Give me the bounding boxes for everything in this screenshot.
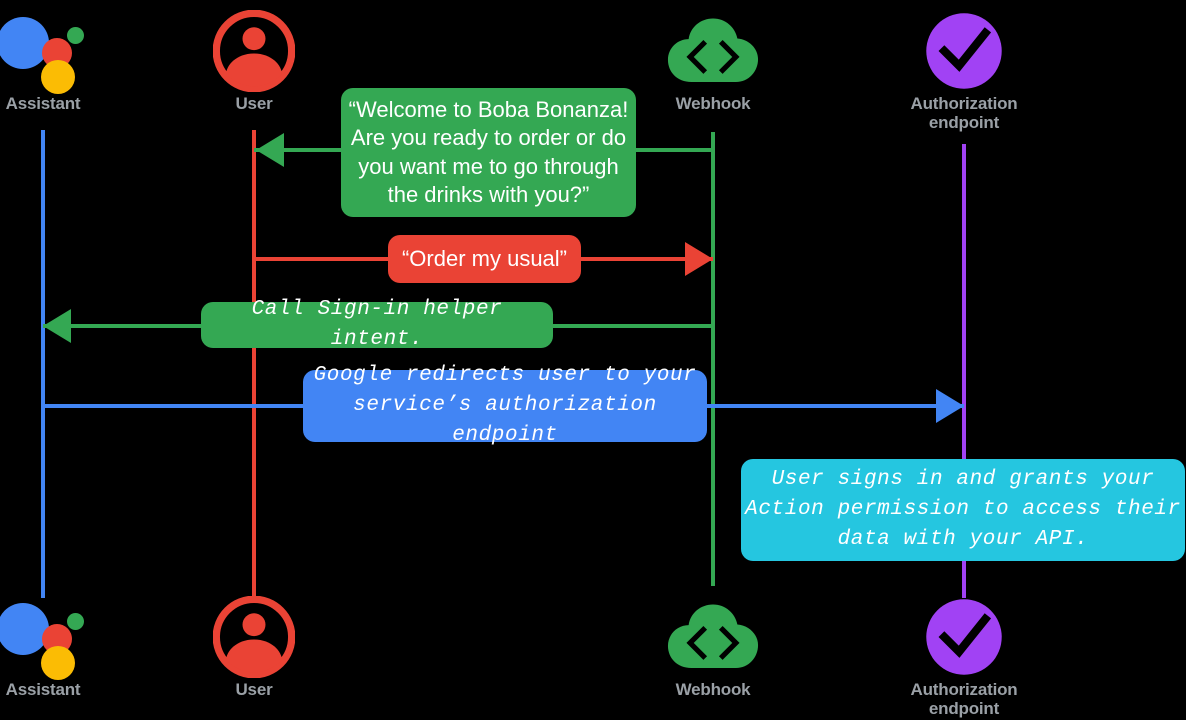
cloud-code-icon — [667, 604, 759, 669]
actor-user-top: User — [159, 8, 349, 113]
actor-auth-top: Authorization endpoint — [869, 8, 1059, 132]
message-text-google-redirect: Google redirects user to your service’s … — [313, 364, 697, 447]
lifeline-webhook — [711, 132, 715, 586]
lifeline-assistant — [41, 130, 45, 598]
actor-label-user-bottom: User — [235, 680, 273, 699]
actor-label-assistant-bottom: Assistant — [5, 680, 81, 699]
actor-webhook-bottom: Webhook — [618, 594, 808, 699]
actor-label-auth: Authorization endpoint — [910, 94, 1018, 133]
cloud-code-icon — [667, 18, 759, 83]
actor-label-user: User — [235, 94, 273, 113]
arrowhead-welcome — [256, 133, 284, 167]
message-bubble-order-my-usual: “Order my usual” — [388, 235, 581, 283]
assistant-dot-blue-icon — [0, 17, 49, 69]
user-icon-wrap-bottom — [206, 594, 302, 680]
assistant-icon-wrap-bottom — [0, 594, 91, 680]
user-avatar-icon — [213, 596, 295, 678]
google-assistant-icon — [0, 8, 91, 94]
message-text-sign-in-helper: Call Sign-in helper intent. — [251, 298, 503, 351]
message-text-order-my-usual: “Order my usual” — [401, 245, 568, 271]
actor-user-bottom: User — [159, 594, 349, 699]
message-bubble-welcome: “Welcome to Boba Bonanza! Are you ready … — [341, 88, 636, 217]
message-text-user-signs-in: User signs in and grants your Action per… — [745, 468, 1181, 551]
purple-check-icon — [926, 599, 1002, 675]
webhook-icon-wrap-bottom — [665, 594, 761, 680]
actor-label-webhook-bottom: Webhook — [675, 680, 751, 699]
assistant-dot-blue-icon — [0, 603, 49, 655]
webhook-icon-wrap — [665, 8, 761, 94]
actor-assistant-top: Assistant — [0, 8, 138, 113]
assistant-icon-wrap — [0, 8, 91, 94]
assistant-dot-yellow-icon — [41, 60, 75, 94]
user-icon-wrap — [206, 8, 302, 94]
arrowhead-google-redirect — [936, 389, 964, 423]
auth-icon-wrap — [916, 8, 1012, 94]
message-bubble-google-redirect: Google redirects user to your service’s … — [303, 364, 707, 447]
actor-assistant-bottom: Assistant — [0, 594, 138, 699]
assistant-dot-green-icon — [67, 613, 84, 630]
user-avatar-icon — [213, 10, 295, 92]
actor-label-webhook: Webhook — [675, 94, 751, 113]
google-assistant-icon — [0, 594, 91, 680]
actor-auth-bottom: Authorization endpoint — [869, 594, 1059, 718]
actor-webhook-top: Webhook — [618, 8, 808, 113]
message-text-welcome: “Welcome to Boba Bonanza! Are you ready … — [348, 97, 629, 207]
assistant-dot-yellow-icon — [41, 646, 75, 680]
lifeline-auth — [962, 144, 966, 598]
lifeline-user — [252, 130, 256, 598]
arrowhead-sign-in-helper — [43, 309, 71, 343]
actor-label-assistant: Assistant — [5, 94, 81, 113]
actor-label-auth-bottom: Authorization endpoint — [910, 680, 1018, 719]
auth-icon-wrap-bottom — [916, 594, 1012, 680]
message-bubble-user-signs-in: User signs in and grants your Action per… — [741, 459, 1185, 561]
purple-check-icon — [926, 13, 1002, 89]
arrowhead-order-my-usual — [685, 242, 713, 276]
assistant-dot-green-icon — [67, 27, 84, 44]
message-bubble-sign-in-helper: Call Sign-in helper intent. — [201, 298, 553, 351]
